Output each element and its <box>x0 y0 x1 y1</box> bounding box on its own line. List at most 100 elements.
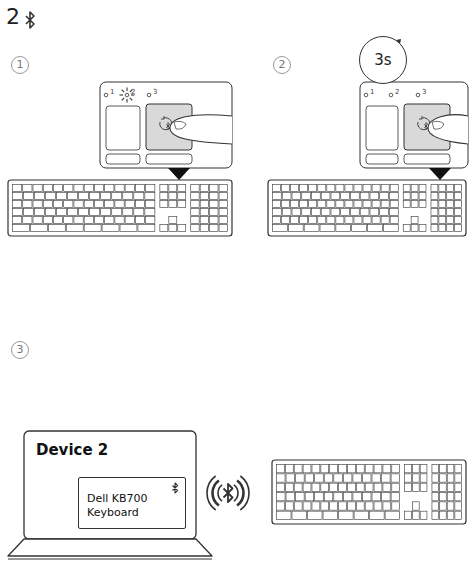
key <box>354 511 369 519</box>
key <box>392 483 400 491</box>
key <box>64 217 73 224</box>
key <box>219 193 227 200</box>
channel-number: 1 <box>370 89 374 96</box>
key <box>282 201 290 208</box>
bluetooth-symbol <box>173 483 178 493</box>
key <box>336 225 351 232</box>
keyboard-figure <box>268 180 466 236</box>
key <box>432 502 439 510</box>
key <box>363 185 371 192</box>
key <box>90 193 100 200</box>
key <box>135 201 144 208</box>
key <box>321 209 330 216</box>
key <box>291 217 299 224</box>
blink-ray <box>130 98 132 100</box>
key <box>219 217 227 224</box>
key <box>219 225 227 232</box>
key <box>13 185 22 192</box>
key <box>403 193 410 200</box>
key <box>74 201 83 208</box>
key <box>345 217 353 224</box>
key <box>277 511 292 519</box>
key <box>79 193 89 200</box>
key <box>447 474 454 482</box>
key <box>311 209 320 216</box>
key <box>339 483 347 491</box>
key <box>134 193 144 200</box>
key <box>343 474 352 482</box>
key <box>277 465 285 473</box>
key <box>336 201 344 208</box>
key <box>440 474 447 482</box>
key <box>343 493 352 501</box>
lower-key <box>146 154 192 164</box>
key <box>440 502 447 510</box>
key <box>282 185 290 192</box>
status-led <box>104 93 108 97</box>
key <box>439 209 446 216</box>
key <box>455 474 462 482</box>
key <box>273 185 281 192</box>
key <box>191 201 199 208</box>
key <box>273 193 282 200</box>
key <box>321 483 329 491</box>
blink-ray <box>120 94 124 95</box>
key <box>84 201 93 208</box>
lower-key <box>106 154 140 164</box>
key <box>334 493 343 501</box>
key <box>43 217 52 224</box>
key <box>123 193 133 200</box>
key <box>392 465 400 473</box>
key <box>447 193 454 200</box>
key <box>304 225 319 232</box>
key <box>311 193 320 200</box>
key <box>309 185 317 192</box>
key <box>385 511 400 519</box>
key <box>312 483 320 491</box>
key <box>200 225 208 232</box>
key <box>57 209 67 216</box>
key <box>35 193 45 200</box>
key <box>43 185 52 192</box>
key <box>285 502 293 510</box>
status-led <box>125 93 129 97</box>
pairing-dialog-text: Dell KB700 Keyboard <box>87 492 177 520</box>
key <box>303 465 311 473</box>
keyboard-figure <box>8 180 232 236</box>
key <box>169 201 177 208</box>
key <box>372 185 380 192</box>
key <box>360 193 369 200</box>
fingernail <box>432 121 444 129</box>
bluetooth-symbol <box>424 123 428 130</box>
key <box>135 185 144 192</box>
key <box>455 201 462 208</box>
key <box>419 225 426 232</box>
key <box>327 201 335 208</box>
key <box>200 201 208 208</box>
key <box>210 193 218 200</box>
key <box>219 185 227 192</box>
key <box>455 502 462 510</box>
key <box>291 185 299 192</box>
signal-wave <box>212 480 219 506</box>
keyboard-body <box>272 460 466 524</box>
key <box>403 185 410 192</box>
key <box>273 217 281 224</box>
key <box>273 201 281 208</box>
channel-number: 2 <box>395 89 399 96</box>
key <box>447 185 454 192</box>
step-number-text: 3 <box>17 343 24 357</box>
key <box>431 225 438 232</box>
key <box>101 209 111 216</box>
key <box>331 209 340 216</box>
key <box>455 193 462 200</box>
key <box>200 217 208 224</box>
key <box>115 185 124 192</box>
blink-ray <box>122 98 124 100</box>
key <box>327 185 335 192</box>
key <box>123 209 133 216</box>
key <box>138 225 155 232</box>
key <box>94 185 103 192</box>
